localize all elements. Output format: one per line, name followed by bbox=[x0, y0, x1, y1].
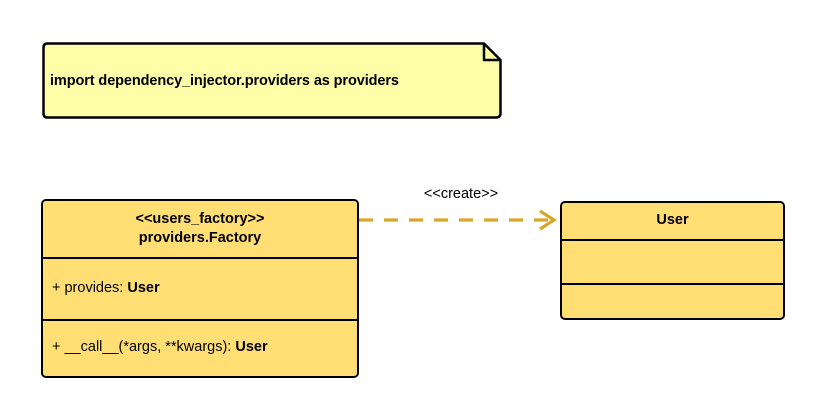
class-operation-row: + __call__(*args, **kwargs): User bbox=[52, 339, 268, 356]
class-stereotype: <<users_factory>> bbox=[135, 210, 265, 227]
operation-label: + __call__(*args, **kwargs): bbox=[52, 339, 236, 356]
relationship-create[interactable]: <<create>> bbox=[355, 186, 567, 234]
class-box-users-factory[interactable]: <<users_factory>> providers.Factory + pr… bbox=[41, 199, 359, 378]
note-import-statement[interactable]: import dependency_injector.providers as … bbox=[41, 41, 503, 120]
attribute-label: + provides: bbox=[52, 280, 128, 297]
class-name: User bbox=[656, 212, 689, 229]
class-box-user[interactable]: User bbox=[560, 201, 785, 320]
class-header-users-factory: <<users_factory>> providers.Factory bbox=[43, 201, 357, 257]
note-shape-icon bbox=[42, 42, 502, 119]
dependency-arrow-icon bbox=[359, 209, 557, 231]
class-operations-compartment bbox=[562, 283, 783, 316]
class-attribute-row: + provides: User bbox=[52, 280, 160, 297]
class-operations-compartment: + __call__(*args, **kwargs): User bbox=[43, 319, 357, 375]
attribute-type: User bbox=[127, 280, 160, 297]
class-attributes-compartment bbox=[562, 239, 783, 283]
note-text: import dependency_injector.providers as … bbox=[50, 72, 399, 89]
class-name: providers.Factory bbox=[138, 230, 262, 246]
operation-type: User bbox=[235, 339, 268, 356]
class-header-user: User bbox=[562, 203, 783, 239]
class-attributes-compartment: + provides: User bbox=[43, 257, 357, 319]
relationship-label: <<create>> bbox=[423, 186, 499, 202]
